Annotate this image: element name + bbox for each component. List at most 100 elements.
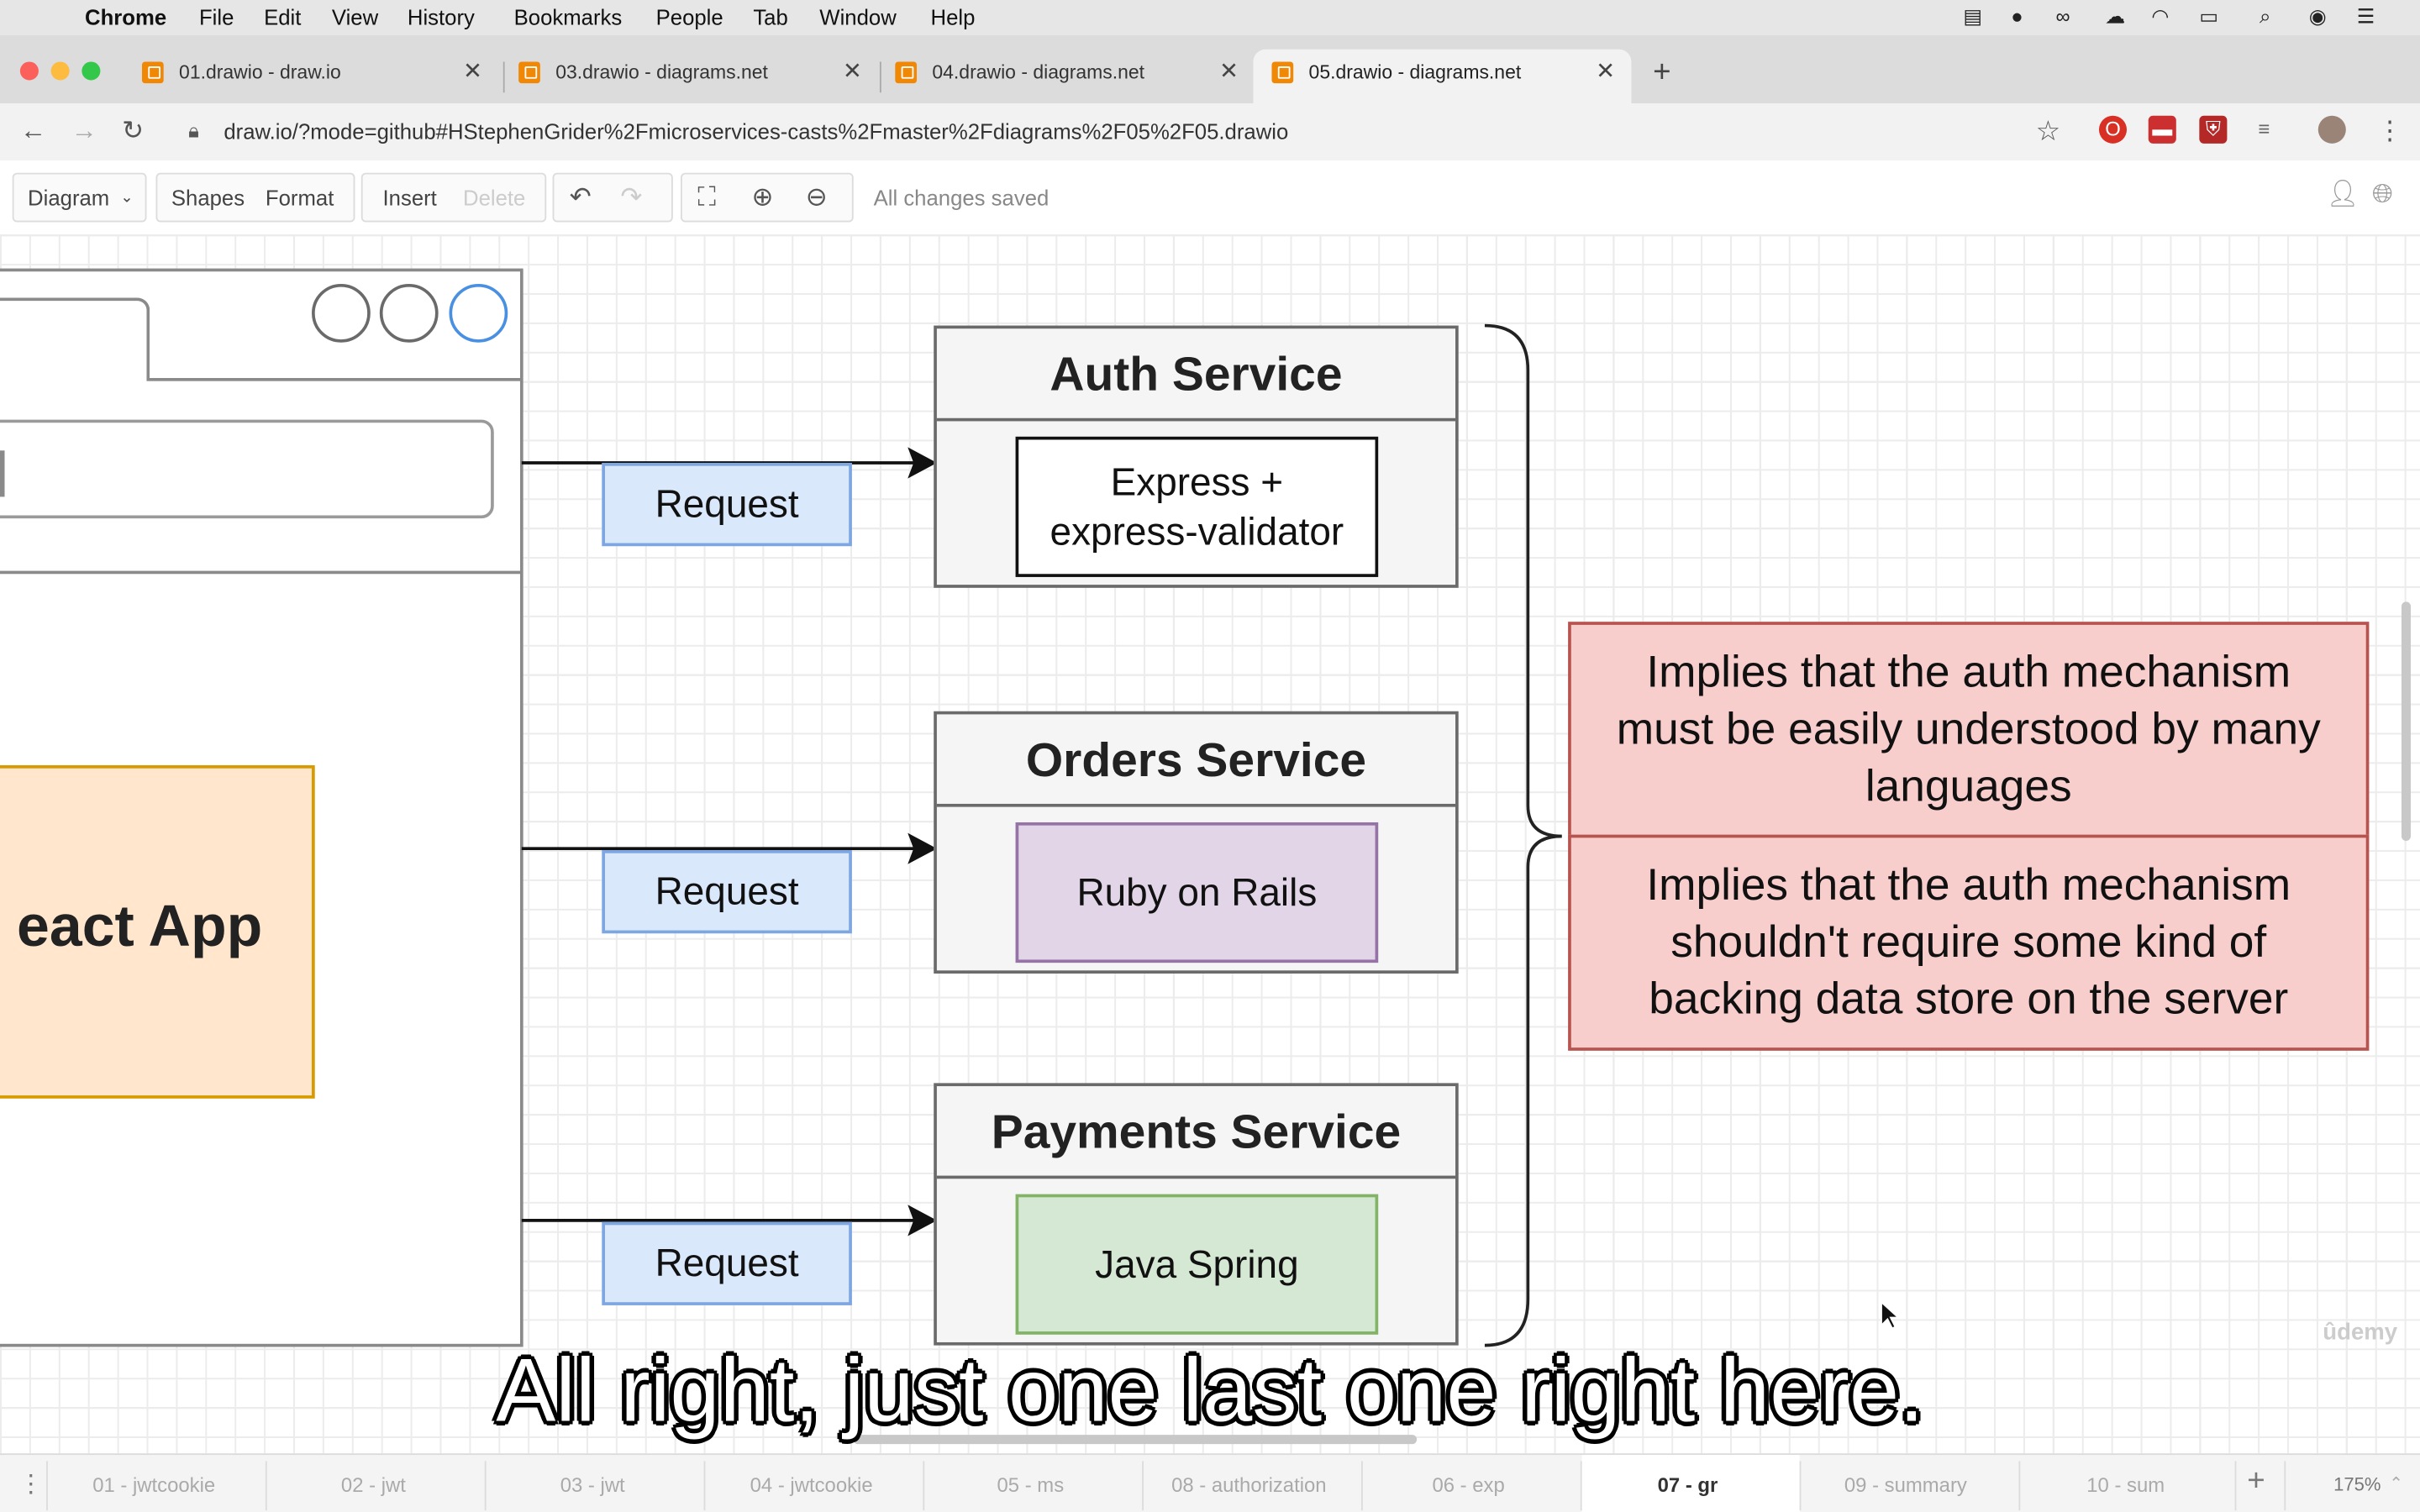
- language-globe-icon[interactable]: 🌐︎: [2372, 179, 2394, 208]
- menu-help[interactable]: Help: [930, 4, 976, 29]
- tab-title: 01.drawio - draw.io: [179, 61, 341, 84]
- window-minimize-button[interactable]: [50, 61, 70, 81]
- zoom-in-icon[interactable]: ⊕: [751, 181, 774, 212]
- video-subtitle: All right, just one last one right here.: [496, 1341, 1924, 1441]
- battery-icon[interactable]: ▭: [2199, 4, 2218, 29]
- udemy-watermark: ûdemy: [2323, 1319, 2398, 1346]
- profile-avatar[interactable]: [2317, 115, 2346, 144]
- browser-tab-03[interactable]: 03.drawio - diagrams.net ✕: [518, 51, 867, 103]
- fit-page-icon[interactable]: ⛶: [697, 181, 717, 212]
- request-label-orders[interactable]: Request: [602, 850, 852, 934]
- menu-people[interactable]: People: [655, 4, 723, 29]
- mouse-cursor-icon: [1881, 1300, 1901, 1330]
- note-box-datastore[interactable]: Implies that the auth mechanism shouldn'…: [1568, 834, 2370, 1051]
- page-tab-divider: [2234, 1461, 2237, 1511]
- page-tab-05[interactable]: 05 - ms: [997, 1473, 1065, 1497]
- tab-close-icon[interactable]: ✕: [463, 58, 483, 86]
- window-close-button[interactable]: [19, 61, 39, 81]
- request-label-payments[interactable]: Request: [602, 1221, 852, 1305]
- page-tab-01[interactable]: 01 - jwtcookie: [92, 1473, 216, 1497]
- chrome-menu-icon[interactable]: ⋮: [2376, 115, 2403, 145]
- pages-menu-icon[interactable]: ⋮: [18, 1472, 44, 1499]
- shapes-toggle-button[interactable]: Shapes: [171, 185, 245, 210]
- tab-close-icon[interactable]: ✕: [842, 58, 862, 86]
- tab-divider: [502, 61, 505, 93]
- diagram-menu-button[interactable]: Diagram ⌄: [12, 172, 147, 223]
- zoom-out-icon[interactable]: ⊖: [805, 181, 828, 212]
- payments-service-box[interactable]: Payments Service Java Spring: [934, 1083, 1459, 1346]
- drawio-favicon-icon: [1271, 61, 1294, 84]
- window-zoom-button[interactable]: [82, 61, 101, 81]
- delete-button[interactable]: Delete: [463, 185, 526, 210]
- redo-icon[interactable]: ↷: [620, 181, 643, 212]
- menu-view[interactable]: View: [331, 4, 379, 29]
- orders-service-box[interactable]: Orders Service Ruby on Rails: [934, 711, 1459, 974]
- zoom-level[interactable]: 175%: [2333, 1473, 2381, 1495]
- mockup-divider: [0, 570, 522, 575]
- notification-center-icon[interactable]: ☰: [2356, 4, 2375, 29]
- tab-close-icon[interactable]: ✕: [1219, 58, 1239, 86]
- wifi-icon[interactable]: ◠: [2151, 4, 2170, 29]
- app-status-icon[interactable]: ●: [2011, 4, 2023, 29]
- page-tab-06[interactable]: 06 - exp: [1432, 1473, 1505, 1497]
- glasses-icon[interactable]: ∞: [2055, 4, 2070, 29]
- note-box-languages[interactable]: Implies that the auth mechanism must be …: [1568, 622, 2370, 838]
- undo-icon[interactable]: ↶: [569, 181, 592, 212]
- chevron-up-icon[interactable]: ⌃: [2389, 1474, 2404, 1494]
- page-tab-02[interactable]: 02 - jwt: [340, 1473, 406, 1497]
- orders-tech-box[interactable]: Ruby on Rails: [1015, 822, 1379, 963]
- menu-edit[interactable]: Edit: [264, 4, 302, 29]
- insert-button[interactable]: Insert: [382, 185, 437, 210]
- siri-icon[interactable]: ◉: [2308, 4, 2327, 29]
- auth-service-box[interactable]: Auth Service Express + express-validator: [934, 325, 1459, 588]
- format-toggle-button[interactable]: Format: [265, 185, 334, 210]
- page-tab-10[interactable]: 10 - sum: [2086, 1473, 2165, 1497]
- arrowhead-icon: [908, 1205, 938, 1236]
- opera-extension-icon[interactable]: O: [2098, 115, 2128, 144]
- tab-close-icon[interactable]: ✕: [1596, 58, 1616, 86]
- menu-history[interactable]: History: [407, 4, 475, 29]
- tab-title: 05.drawio - diagrams.net: [1308, 61, 1522, 84]
- page-tab-divider: [703, 1461, 706, 1511]
- extension-red-icon[interactable]: ▬: [2148, 115, 2176, 144]
- docker-icon[interactable]: ▤: [1963, 4, 1982, 29]
- extension-list-icon[interactable]: ≡: [2258, 117, 2270, 141]
- browser-tab-04[interactable]: 04.drawio - diagrams.net ✕: [895, 51, 1244, 103]
- user-account-icon[interactable]: 👤︎: [2325, 179, 2360, 208]
- menu-app-name[interactable]: Chrome: [85, 4, 167, 29]
- request-label-auth[interactable]: Request: [602, 463, 852, 547]
- react-app-box[interactable]: eact App: [0, 765, 315, 1099]
- menu-file[interactable]: File: [198, 4, 234, 29]
- forward-arrow-icon[interactable]: →: [71, 115, 97, 145]
- page-tab-03[interactable]: 03 - jwt: [560, 1473, 625, 1497]
- address-bar[interactable]: 🔒︎ draw.io/?mode=github#HStephenGrider%2…: [170, 109, 2084, 152]
- new-tab-button[interactable]: +: [1653, 55, 1671, 90]
- menu-bookmarks[interactable]: Bookmarks: [513, 4, 623, 29]
- auth-tech-box[interactable]: Express + express-validator: [1015, 436, 1379, 577]
- note-line: Implies that the auth mechanism: [1646, 647, 2291, 697]
- page-tab-04[interactable]: 04 - jwtcookie: [750, 1473, 873, 1497]
- mockup-address-field: [0, 419, 494, 519]
- menu-window[interactable]: Window: [819, 4, 897, 29]
- shield-extension-icon[interactable]: ⛨: [2199, 115, 2228, 144]
- browser-tab-01[interactable]: 01.drawio - draw.io ✕: [141, 51, 491, 103]
- horizontal-scrollbar[interactable]: [853, 1435, 1418, 1445]
- back-arrow-icon[interactable]: ←: [19, 115, 47, 145]
- lock-icon: 🔒︎: [188, 118, 199, 142]
- vertical-scrollbar[interactable]: [2401, 601, 2411, 842]
- browser-tab-05-active[interactable]: 05.drawio - diagrams.net ✕: [1271, 51, 1620, 103]
- menu-tab[interactable]: Tab: [753, 4, 788, 29]
- auth-tech-line: Express +: [1110, 460, 1284, 504]
- page-tab-07-active[interactable]: 07 - gr: [1657, 1473, 1718, 1497]
- payments-tech-box[interactable]: Java Spring: [1015, 1194, 1379, 1335]
- mac-menu-bar: Chrome File Edit View History Bookmarks …: [0, 0, 2420, 38]
- page-tab-08[interactable]: 08 - authorization: [1171, 1473, 1327, 1497]
- add-page-button[interactable]: +: [2247, 1464, 2265, 1499]
- page-tab-divider: [46, 1461, 48, 1511]
- bookmark-star-icon[interactable]: ☆: [2035, 115, 2061, 147]
- page-tab-09[interactable]: 09 - summary: [1844, 1473, 1967, 1497]
- cloud-icon[interactable]: ☁: [2105, 4, 2126, 29]
- spotlight-search-icon[interactable]: ⌕: [2259, 4, 2271, 29]
- note-line: must be easily understood by many: [1616, 704, 2321, 754]
- reload-icon[interactable]: ↻: [122, 115, 145, 145]
